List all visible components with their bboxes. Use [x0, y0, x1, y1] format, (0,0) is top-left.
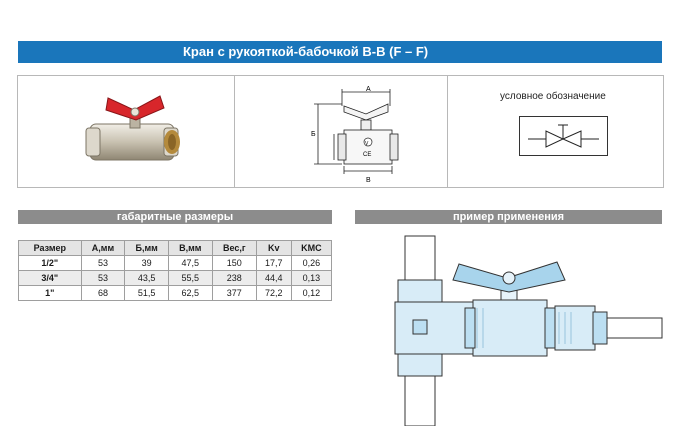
valve-drawing-icon: A B Б V CE [311, 86, 399, 184]
page-title: Кран с рукояткой-бабочкой B-B (F – F) [183, 44, 429, 59]
table-cell: 39 [124, 255, 169, 271]
usage-heading: пример применения [355, 210, 662, 224]
valve-mark-v: V [365, 141, 369, 147]
table-cell: 55,5 [167, 270, 213, 286]
table-cell: 150 [211, 255, 257, 271]
table-cell: 1/2" [18, 255, 82, 271]
col-bm: Б,мм [124, 240, 169, 256]
product-panels: A B Б V CE условное обозначение [17, 75, 664, 188]
table-cell: 377 [211, 285, 257, 301]
col-a: A,мм [80, 240, 126, 256]
table-header-row: Размер A,мм Б,мм B,мм Вес,г Kv KMC [18, 240, 333, 256]
table-cell: 44,4 [255, 270, 292, 286]
col-size: Размер [18, 240, 82, 256]
table-row: 1" 68 51,5 62,5 377 72,2 0,12 [18, 285, 333, 301]
table-cell: 0,26 [290, 255, 333, 271]
title-bar: Кран с рукояткой-бабочкой B-B (F – F) [18, 41, 662, 63]
col-kv: Kv [255, 240, 292, 256]
table-cell: 51,5 [124, 285, 169, 301]
product-photo-panel [18, 76, 235, 187]
table-cell: 0,13 [290, 270, 333, 286]
valve-photo-icon [85, 95, 180, 161]
dim-a-label: A [366, 86, 371, 93]
table-cell: 43,5 [124, 270, 169, 286]
legend-panel: условное обозначение [448, 76, 663, 187]
table-cell: 53 [80, 255, 126, 271]
dimensions-heading: габаритные размеры [18, 210, 332, 224]
valve-symbol-box [519, 116, 608, 156]
table-cell: 0,12 [290, 285, 333, 301]
table-cell: 72,2 [255, 285, 292, 301]
table-cell: 62,5 [167, 285, 213, 301]
technical-drawing-panel: A B Б V CE [234, 76, 448, 187]
table-cell: 238 [211, 270, 257, 286]
table-cell: 1" [18, 285, 82, 301]
dim-bm-label: Б [311, 131, 316, 138]
table-row: 1/2" 53 39 47,5 150 17,7 0,26 [18, 255, 333, 271]
legend-caption: условное обозначение [500, 91, 606, 102]
table-cell: 47,5 [167, 255, 213, 271]
dim-b-label: B [366, 177, 371, 184]
col-kmc: KMC [290, 240, 333, 256]
table-cell: 3/4" [18, 270, 82, 286]
dimensions-table: Размер A,мм Б,мм B,мм Вес,г Kv KMC 1/2" … [18, 240, 333, 301]
table-cell: 53 [80, 270, 126, 286]
table-cell: 17,7 [255, 255, 292, 271]
usage-illustration [394, 235, 663, 426]
table-cell: 68 [80, 285, 126, 301]
valve-symbol-icon [528, 124, 599, 148]
col-b: B,мм [167, 240, 213, 256]
valve-mark-ce: CE [363, 152, 371, 158]
table-row: 3/4" 53 43,5 55,5 238 44,4 0,13 [18, 270, 333, 286]
col-weight: Вес,г [211, 240, 257, 256]
